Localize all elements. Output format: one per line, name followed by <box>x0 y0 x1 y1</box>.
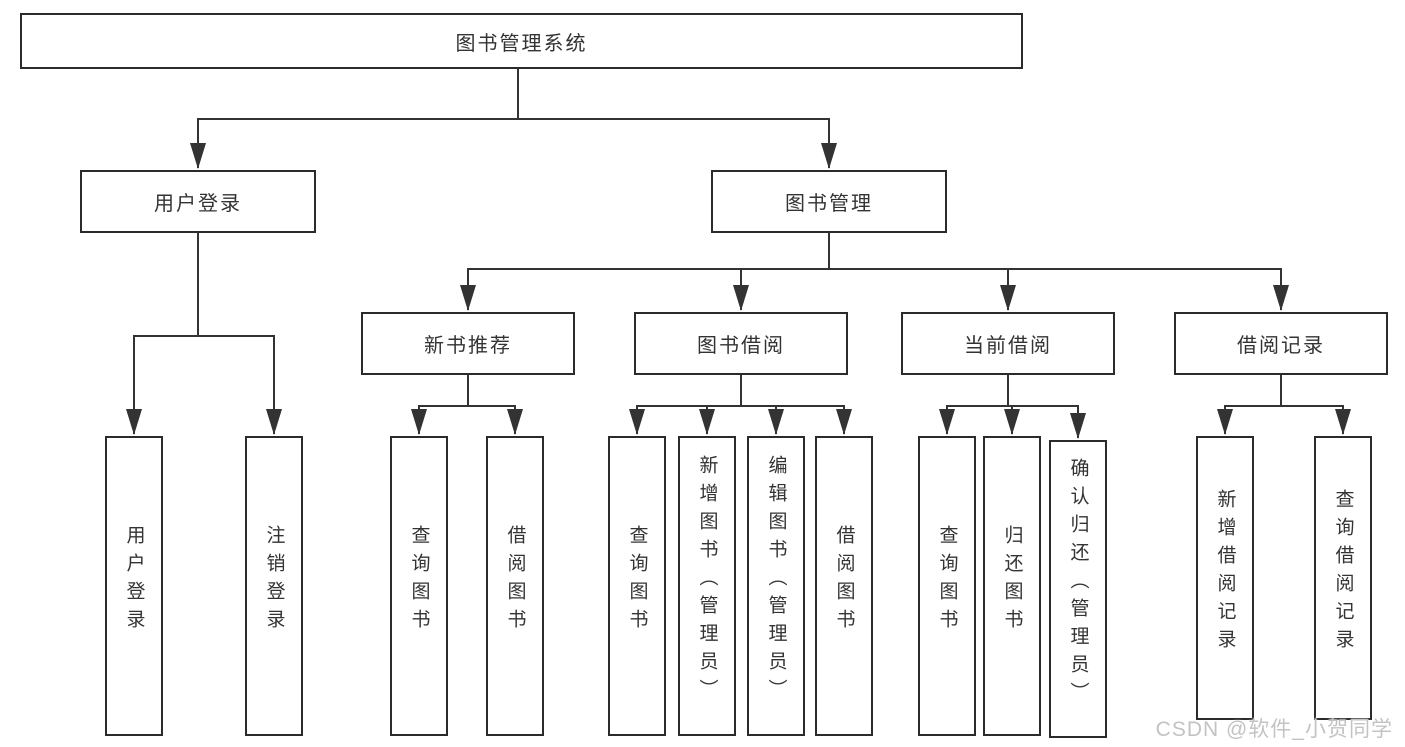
leaf-confirm-return-admin-label: 确认归还（管理员） <box>1067 458 1089 710</box>
node-current-borrow-label: 当前借阅 <box>964 335 1052 357</box>
leaf-logout: 注销登录 <box>245 436 303 736</box>
leaf-query-borrow-record: 查询借阅记录 <box>1314 436 1372 720</box>
node-borrow-records: 借阅记录 <box>1174 312 1388 375</box>
node-user-login: 用户登录 <box>80 170 316 233</box>
leaf-query-books-recommend: 查询图书 <box>390 436 448 736</box>
leaf-add-borrow-record: 新增借阅记录 <box>1196 436 1254 720</box>
leaf-edit-books-admin-label: 编辑图书（管理员） <box>765 455 787 707</box>
node-current-borrow: 当前借阅 <box>901 312 1115 375</box>
node-book-management: 图书管理 <box>711 170 947 233</box>
leaf-query-books-borrow-label: 查询图书 <box>626 525 648 637</box>
leaf-edit-books-admin: 编辑图书（管理员） <box>747 436 805 736</box>
leaf-query-books-borrow: 查询图书 <box>608 436 666 736</box>
leaf-borrow-books-label: 借阅图书 <box>833 525 855 637</box>
node-root: 图书管理系统 <box>20 13 1023 69</box>
leaf-query-books-current: 查询图书 <box>918 436 976 736</box>
node-root-label: 图书管理系统 <box>455 32 588 55</box>
node-book-management-label: 图书管理 <box>785 193 873 215</box>
leaf-logout-label: 注销登录 <box>263 525 285 637</box>
leaf-query-books-recommend-label: 查询图书 <box>408 525 430 637</box>
leaf-return-books: 归还图书 <box>983 436 1041 736</box>
leaf-query-books-current-label: 查询图书 <box>936 525 958 637</box>
node-book-borrow: 图书借阅 <box>634 312 848 375</box>
node-new-book-recommend-label: 新书推荐 <box>424 335 512 357</box>
leaf-borrow-books-recommend: 借阅图书 <box>486 436 544 736</box>
leaf-add-books-admin: 新增图书（管理员） <box>678 436 736 736</box>
leaf-confirm-return-admin: 确认归还（管理员） <box>1049 440 1107 738</box>
leaf-borrow-books: 借阅图书 <box>815 436 873 736</box>
leaf-add-books-admin-label: 新增图书（管理员） <box>696 455 718 707</box>
node-user-login-label: 用户登录 <box>154 193 242 215</box>
leaf-add-borrow-record-label: 新增借阅记录 <box>1214 489 1236 657</box>
csdn-watermark: CSDN @软件_小贺同学 <box>1155 718 1393 741</box>
leaf-query-borrow-record-label: 查询借阅记录 <box>1332 489 1354 657</box>
leaf-borrow-books-recommend-label: 借阅图书 <box>504 525 526 637</box>
leaf-user-login: 用户登录 <box>105 436 163 736</box>
leaf-user-login-label: 用户登录 <box>123 525 145 637</box>
node-borrow-records-label: 借阅记录 <box>1237 335 1325 357</box>
node-book-borrow-label: 图书借阅 <box>697 335 785 357</box>
node-new-book-recommend: 新书推荐 <box>361 312 575 375</box>
leaf-return-books-label: 归还图书 <box>1001 525 1023 637</box>
